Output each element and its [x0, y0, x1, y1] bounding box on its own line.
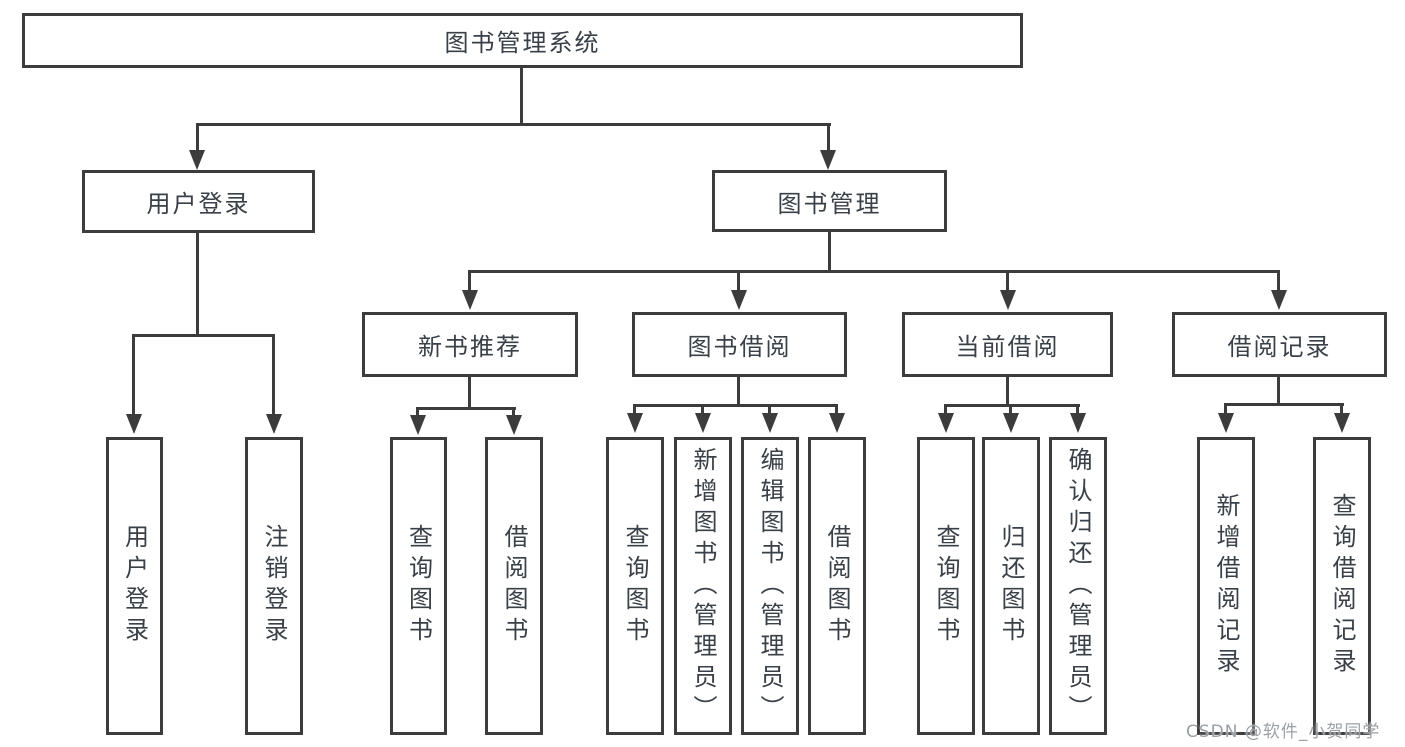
connector-branch	[416, 407, 516, 410]
connector-drop	[1076, 404, 1079, 415]
node-root: 图书管理系统	[22, 13, 1023, 68]
connector-branch	[944, 404, 1080, 407]
connector-user-login-stem	[196, 233, 199, 337]
connector-drop-user-login	[196, 123, 199, 152]
connector-drop	[737, 270, 740, 293]
connector-drop	[1224, 403, 1227, 414]
leaf-return-books: 归还图书	[982, 437, 1040, 735]
leaf-borrow-books: 借阅图书	[808, 437, 866, 735]
connector-stem	[1277, 377, 1280, 406]
arrow-down-icon	[506, 415, 522, 435]
connector-drop	[944, 404, 947, 415]
leaf-user-login: 用户登录	[106, 437, 163, 735]
connector-book-mgmt-branch	[468, 270, 1280, 273]
connector-drop	[1340, 403, 1343, 414]
connector-root-stem	[520, 68, 523, 126]
leaf-borrow-books-recommend: 借阅图书	[485, 437, 543, 735]
arrow-down-icon	[410, 415, 426, 435]
connector-root-branch	[196, 123, 831, 126]
arrow-down-icon	[1271, 290, 1287, 310]
connector-drop	[835, 404, 838, 415]
connector-book-mgmt-stem	[828, 232, 831, 273]
arrow-down-icon	[938, 413, 954, 433]
arrow-down-icon	[829, 413, 845, 433]
leaf-logout: 注销登录	[245, 437, 303, 735]
leaf-query-books-current: 查询图书	[917, 437, 975, 735]
node-new-book-recommend: 新书推荐	[362, 312, 578, 377]
arrow-down-icon	[1334, 413, 1350, 433]
connector-branch	[1224, 403, 1344, 406]
leaf-add-books-admin: 新增图书（管理员）	[674, 437, 732, 735]
arrow-down-icon	[627, 413, 643, 433]
connector-drop	[132, 334, 135, 417]
node-user-login: 用户登录	[82, 170, 315, 233]
node-book-borrow: 图书借阅	[632, 312, 847, 377]
arrow-down-icon	[762, 413, 778, 433]
connector-drop	[633, 404, 636, 415]
arrow-down-icon	[1000, 290, 1016, 310]
csdn-watermark: CSDN @软件_小贺同学	[1186, 722, 1381, 742]
leaf-query-books-recommend: 查询图书	[390, 437, 447, 735]
arrow-down-icon	[462, 290, 478, 310]
arrow-down-icon	[820, 150, 836, 170]
arrow-down-icon	[266, 414, 282, 434]
connector-drop	[1006, 270, 1009, 293]
leaf-edit-books-admin: 编辑图书（管理员）	[741, 437, 799, 735]
connector-branch	[633, 404, 838, 407]
leaf-query-borrow-record: 查询借阅记录	[1313, 437, 1371, 735]
leaf-add-borrow-record: 新增借阅记录	[1197, 437, 1255, 735]
arrow-down-icon	[731, 290, 747, 310]
leaf-query-books-borrow: 查询图书	[606, 437, 664, 735]
connector-stem	[737, 377, 740, 407]
node-book-management: 图书管理	[712, 170, 947, 232]
connector-drop	[701, 404, 704, 415]
arrow-down-icon	[1003, 413, 1019, 433]
connector-drop	[512, 407, 515, 418]
connector-drop	[1009, 404, 1012, 415]
leaf-confirm-return-admin: 确认归还（管理员）	[1049, 437, 1107, 735]
connector-drop	[468, 270, 471, 293]
arrow-down-icon	[695, 413, 711, 433]
connector-drop	[272, 334, 275, 417]
arrow-down-icon	[1218, 413, 1234, 433]
node-borrow-records: 借阅记录	[1172, 312, 1387, 377]
connector-stem	[1006, 377, 1009, 407]
connector-drop-book-mgmt	[827, 123, 830, 152]
connector-drop	[416, 407, 419, 418]
connector-user-login-branch	[132, 334, 275, 337]
connector-drop	[768, 404, 771, 415]
arrow-down-icon	[189, 150, 205, 170]
arrow-down-icon	[126, 414, 142, 434]
node-current-borrow: 当前借阅	[902, 312, 1113, 377]
arrow-down-icon	[1070, 413, 1086, 433]
connector-drop	[1277, 270, 1280, 293]
connector-stem	[468, 377, 471, 410]
